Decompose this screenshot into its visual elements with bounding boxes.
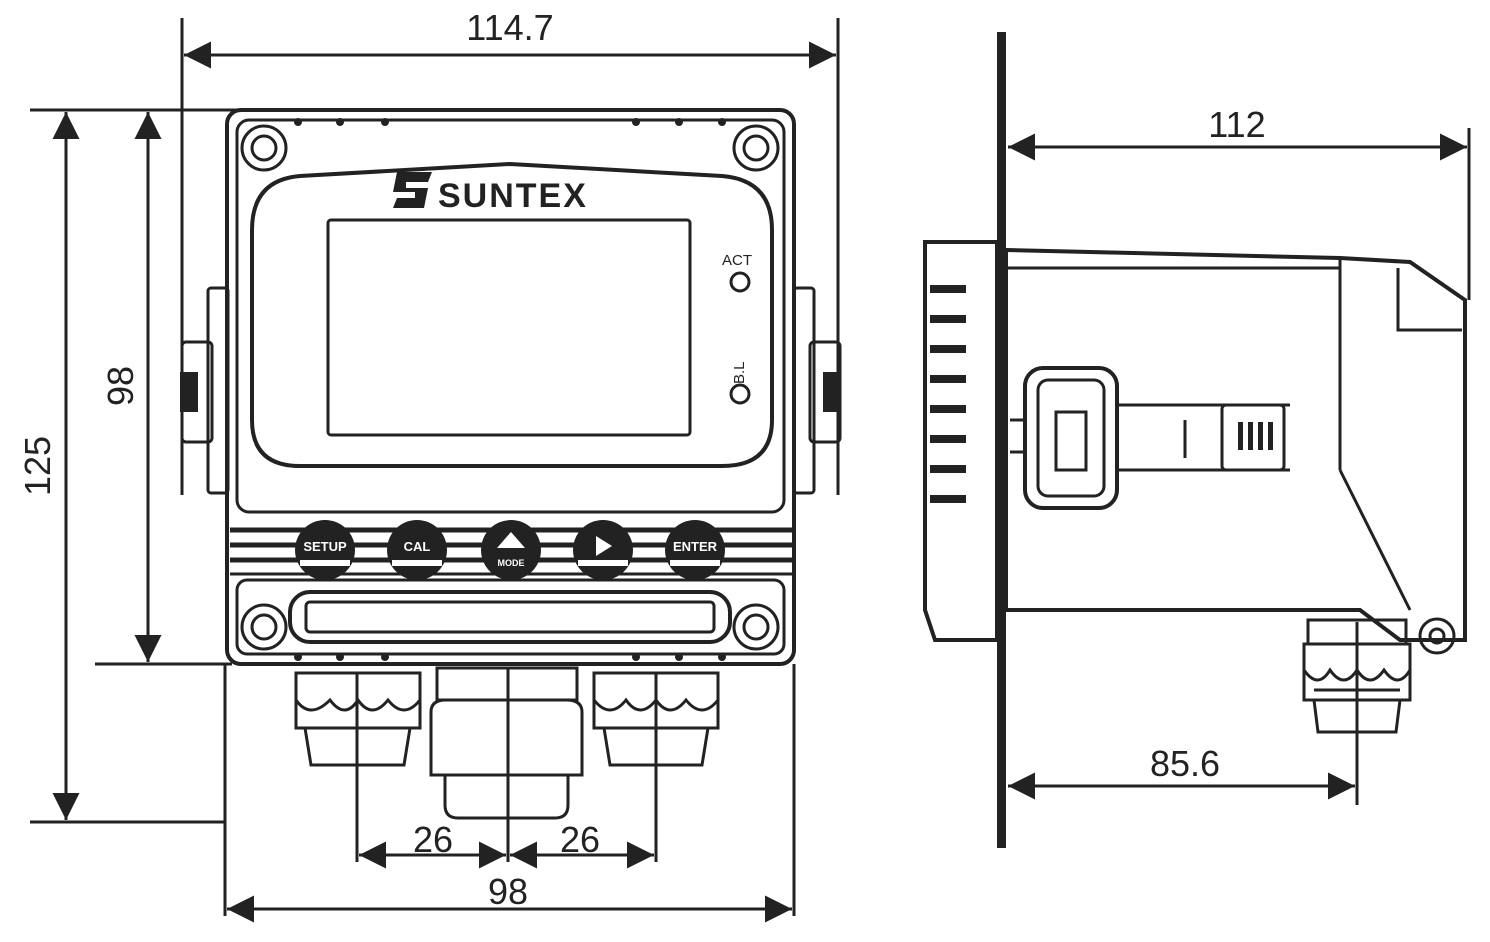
- side-enclosure-body: [1004, 247, 1467, 642]
- brand-mark-icon: [393, 172, 432, 208]
- edge-dots: [294, 118, 726, 661]
- triangle-up-icon: [497, 532, 525, 548]
- setup-button[interactable]: SETUP: [295, 520, 355, 580]
- side-clip-window: [1054, 410, 1088, 472]
- svg-text:ENTER: ENTER: [673, 539, 718, 554]
- brand-logo: SUNTEX: [393, 172, 588, 215]
- dim-gland-pitch-left: 26: [413, 819, 453, 860]
- side-bezel-ribs: [930, 285, 966, 503]
- terminal-label-strip: [288, 590, 732, 644]
- right-mounting-bracket: [792, 286, 842, 495]
- up-mode-button[interactable]: MODE: [481, 520, 541, 580]
- left-mounting-bracket: [180, 286, 230, 495]
- side-bottom-screw: [1418, 617, 1456, 655]
- led-act-label: ACT: [722, 252, 752, 269]
- side-mounting-clip: [1023, 366, 1119, 510]
- side-top-lip: [1396, 268, 1462, 332]
- screw-bottom-left: [240, 603, 288, 651]
- dim-body-height: 98: [100, 366, 141, 406]
- side-clip-grip: [1220, 403, 1286, 472]
- terminal-label-window: [304, 600, 716, 634]
- housing-upper-panel: [235, 118, 786, 514]
- dim-overall-width: 114.7: [466, 7, 553, 48]
- side-clip-inner: [1036, 378, 1106, 498]
- svg-text:SETUP: SETUP: [303, 539, 347, 554]
- screw-top-right: [732, 124, 780, 172]
- dim-depth: 112: [1208, 104, 1265, 145]
- led-act-indicator: [729, 271, 751, 293]
- front-view: SUNTEX ACT B.L SETUP CAL MODE: [17, 7, 842, 923]
- mounting-panel-wall: [997, 32, 1006, 848]
- dim-gland-depth: 85.6: [1150, 743, 1220, 784]
- screw-top-left: [240, 124, 288, 172]
- display-bezel: [250, 161, 774, 468]
- cal-button[interactable]: CAL: [387, 520, 447, 580]
- dim-gland-pitch-right: 26: [560, 819, 600, 860]
- dim-body-width: 98: [488, 871, 528, 912]
- side-front-bezel: [923, 240, 999, 642]
- right-arrow-button[interactable]: [573, 520, 633, 580]
- housing-lower-panel: [235, 578, 786, 656]
- led-bl-indicator: [729, 383, 751, 405]
- dim-overall-height: 125: [17, 436, 58, 496]
- lcd-screen: [326, 218, 692, 437]
- side-clip-grip-ridges: [1238, 422, 1273, 450]
- svg-text:CAL: CAL: [404, 539, 431, 554]
- led-bl-label: B.L: [731, 361, 748, 384]
- enter-button[interactable]: ENTER: [665, 520, 725, 580]
- svg-text:MODE: MODE: [498, 558, 525, 568]
- screw-bottom-right: [732, 603, 780, 651]
- side-body-bevel: [1338, 469, 1412, 611]
- side-view: 112 85.6: [923, 32, 1471, 848]
- brand-name: SUNTEX: [438, 177, 588, 215]
- triangle-right-icon: [596, 536, 612, 556]
